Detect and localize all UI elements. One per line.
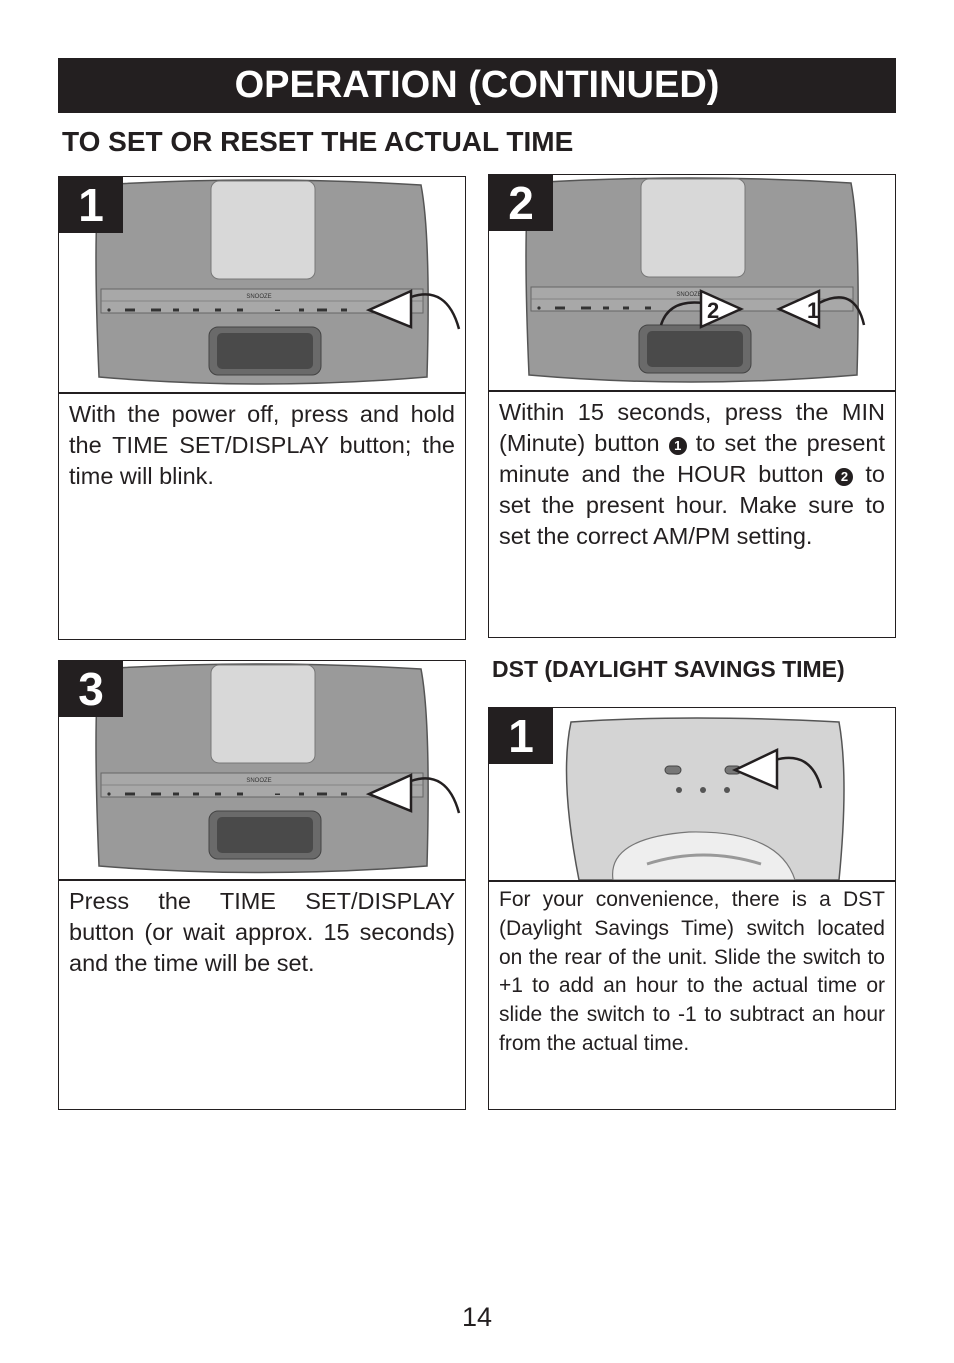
- bullet-1-icon: 1: [668, 437, 687, 455]
- panel-divider: [59, 392, 465, 394]
- instruction-part: to set the present hour. Make sure to se…: [499, 461, 885, 549]
- bullet-2-icon: 2: [835, 468, 854, 486]
- arrow-label-1: 1: [807, 298, 819, 323]
- section-heading-dst: DST (DAYLIGHT SAVINGS TIME): [492, 656, 845, 682]
- step-panel-2: SNOOZE 1 2 2 Within 15 seconds, press th…: [488, 174, 896, 638]
- device-rear-illustration: [489, 708, 895, 880]
- snooze-label: SNOOZE: [246, 778, 271, 784]
- step-number-badge: 3: [59, 661, 123, 717]
- instruction-part: to set the present minute and the HOUR b…: [499, 430, 885, 487]
- step-instruction: With the power off, press and hold the T…: [69, 401, 455, 489]
- section-heading-set-time: TO SET OR RESET THE ACTUAL TIME: [62, 126, 574, 157]
- snooze-label: SNOOZE: [676, 292, 701, 298]
- step-number-badge: 2: [489, 175, 553, 231]
- page-title: OPERATION (CONTINUED): [58, 58, 896, 113]
- device-front-illustration-2: SNOOZE 1 2: [489, 175, 895, 390]
- step-number-badge: 1: [59, 177, 123, 233]
- page-number: 14: [461, 1302, 493, 1332]
- dst-step-panel: 1 For your convenience, there is a DST (…: [488, 707, 896, 1110]
- snooze-label: SNOOZE: [246, 294, 271, 300]
- step-panel-1: SNOOZE 1 With the power off, press and h…: [58, 176, 466, 640]
- step-number-badge: 1: [489, 708, 553, 764]
- device-front-illustration: SNOOZE: [59, 177, 465, 392]
- panel-divider: [489, 880, 895, 882]
- arrow-label-2: 2: [707, 298, 719, 323]
- step-panel-3: SNOOZE 3 Press the TIME SET/DISPLAY butt…: [58, 660, 466, 1110]
- step-instruction: Press the TIME SET/DISPLAY button (or wa…: [69, 888, 455, 976]
- panel-divider: [59, 879, 465, 881]
- instruction-part: Within 15 seconds, press the MIN (Minute…: [499, 399, 885, 456]
- step-instruction: Within 15 seconds, press the MIN (Minute…: [499, 397, 885, 552]
- panel-divider: [489, 390, 895, 392]
- dst-instruction: For your convenience, there is a DST (Da…: [499, 888, 885, 1055]
- device-front-illustration-3: SNOOZE: [59, 661, 465, 879]
